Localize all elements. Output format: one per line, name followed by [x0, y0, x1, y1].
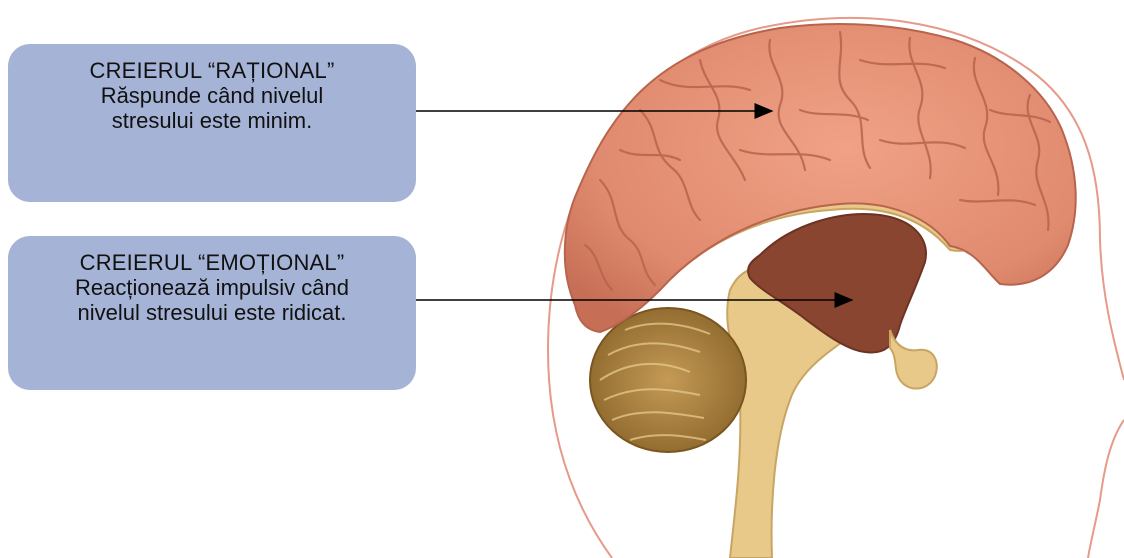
- rational-brain-label: CREIERUL “RAȚIONAL” Răspunde când nivelu…: [8, 44, 416, 202]
- emotional-brain-desc-line-2: nivelul stresului este ridicat.: [8, 300, 416, 325]
- rational-brain-desc-line-1: Răspunde când nivelul: [8, 83, 416, 108]
- emotional-brain-desc-line-1: Reacționează impulsiv când: [8, 275, 416, 300]
- pituitary: [890, 330, 937, 389]
- rational-brain-desc-line-2: stresului este minim.: [8, 108, 416, 133]
- emotional-brain-label: CREIERUL “EMOȚIONAL” Reacționează impuls…: [8, 236, 416, 390]
- rational-brain-title: CREIERUL “RAȚIONAL”: [8, 58, 416, 83]
- emotional-brain-title: CREIERUL “EMOȚIONAL”: [8, 250, 416, 275]
- cerebellum: [590, 308, 746, 452]
